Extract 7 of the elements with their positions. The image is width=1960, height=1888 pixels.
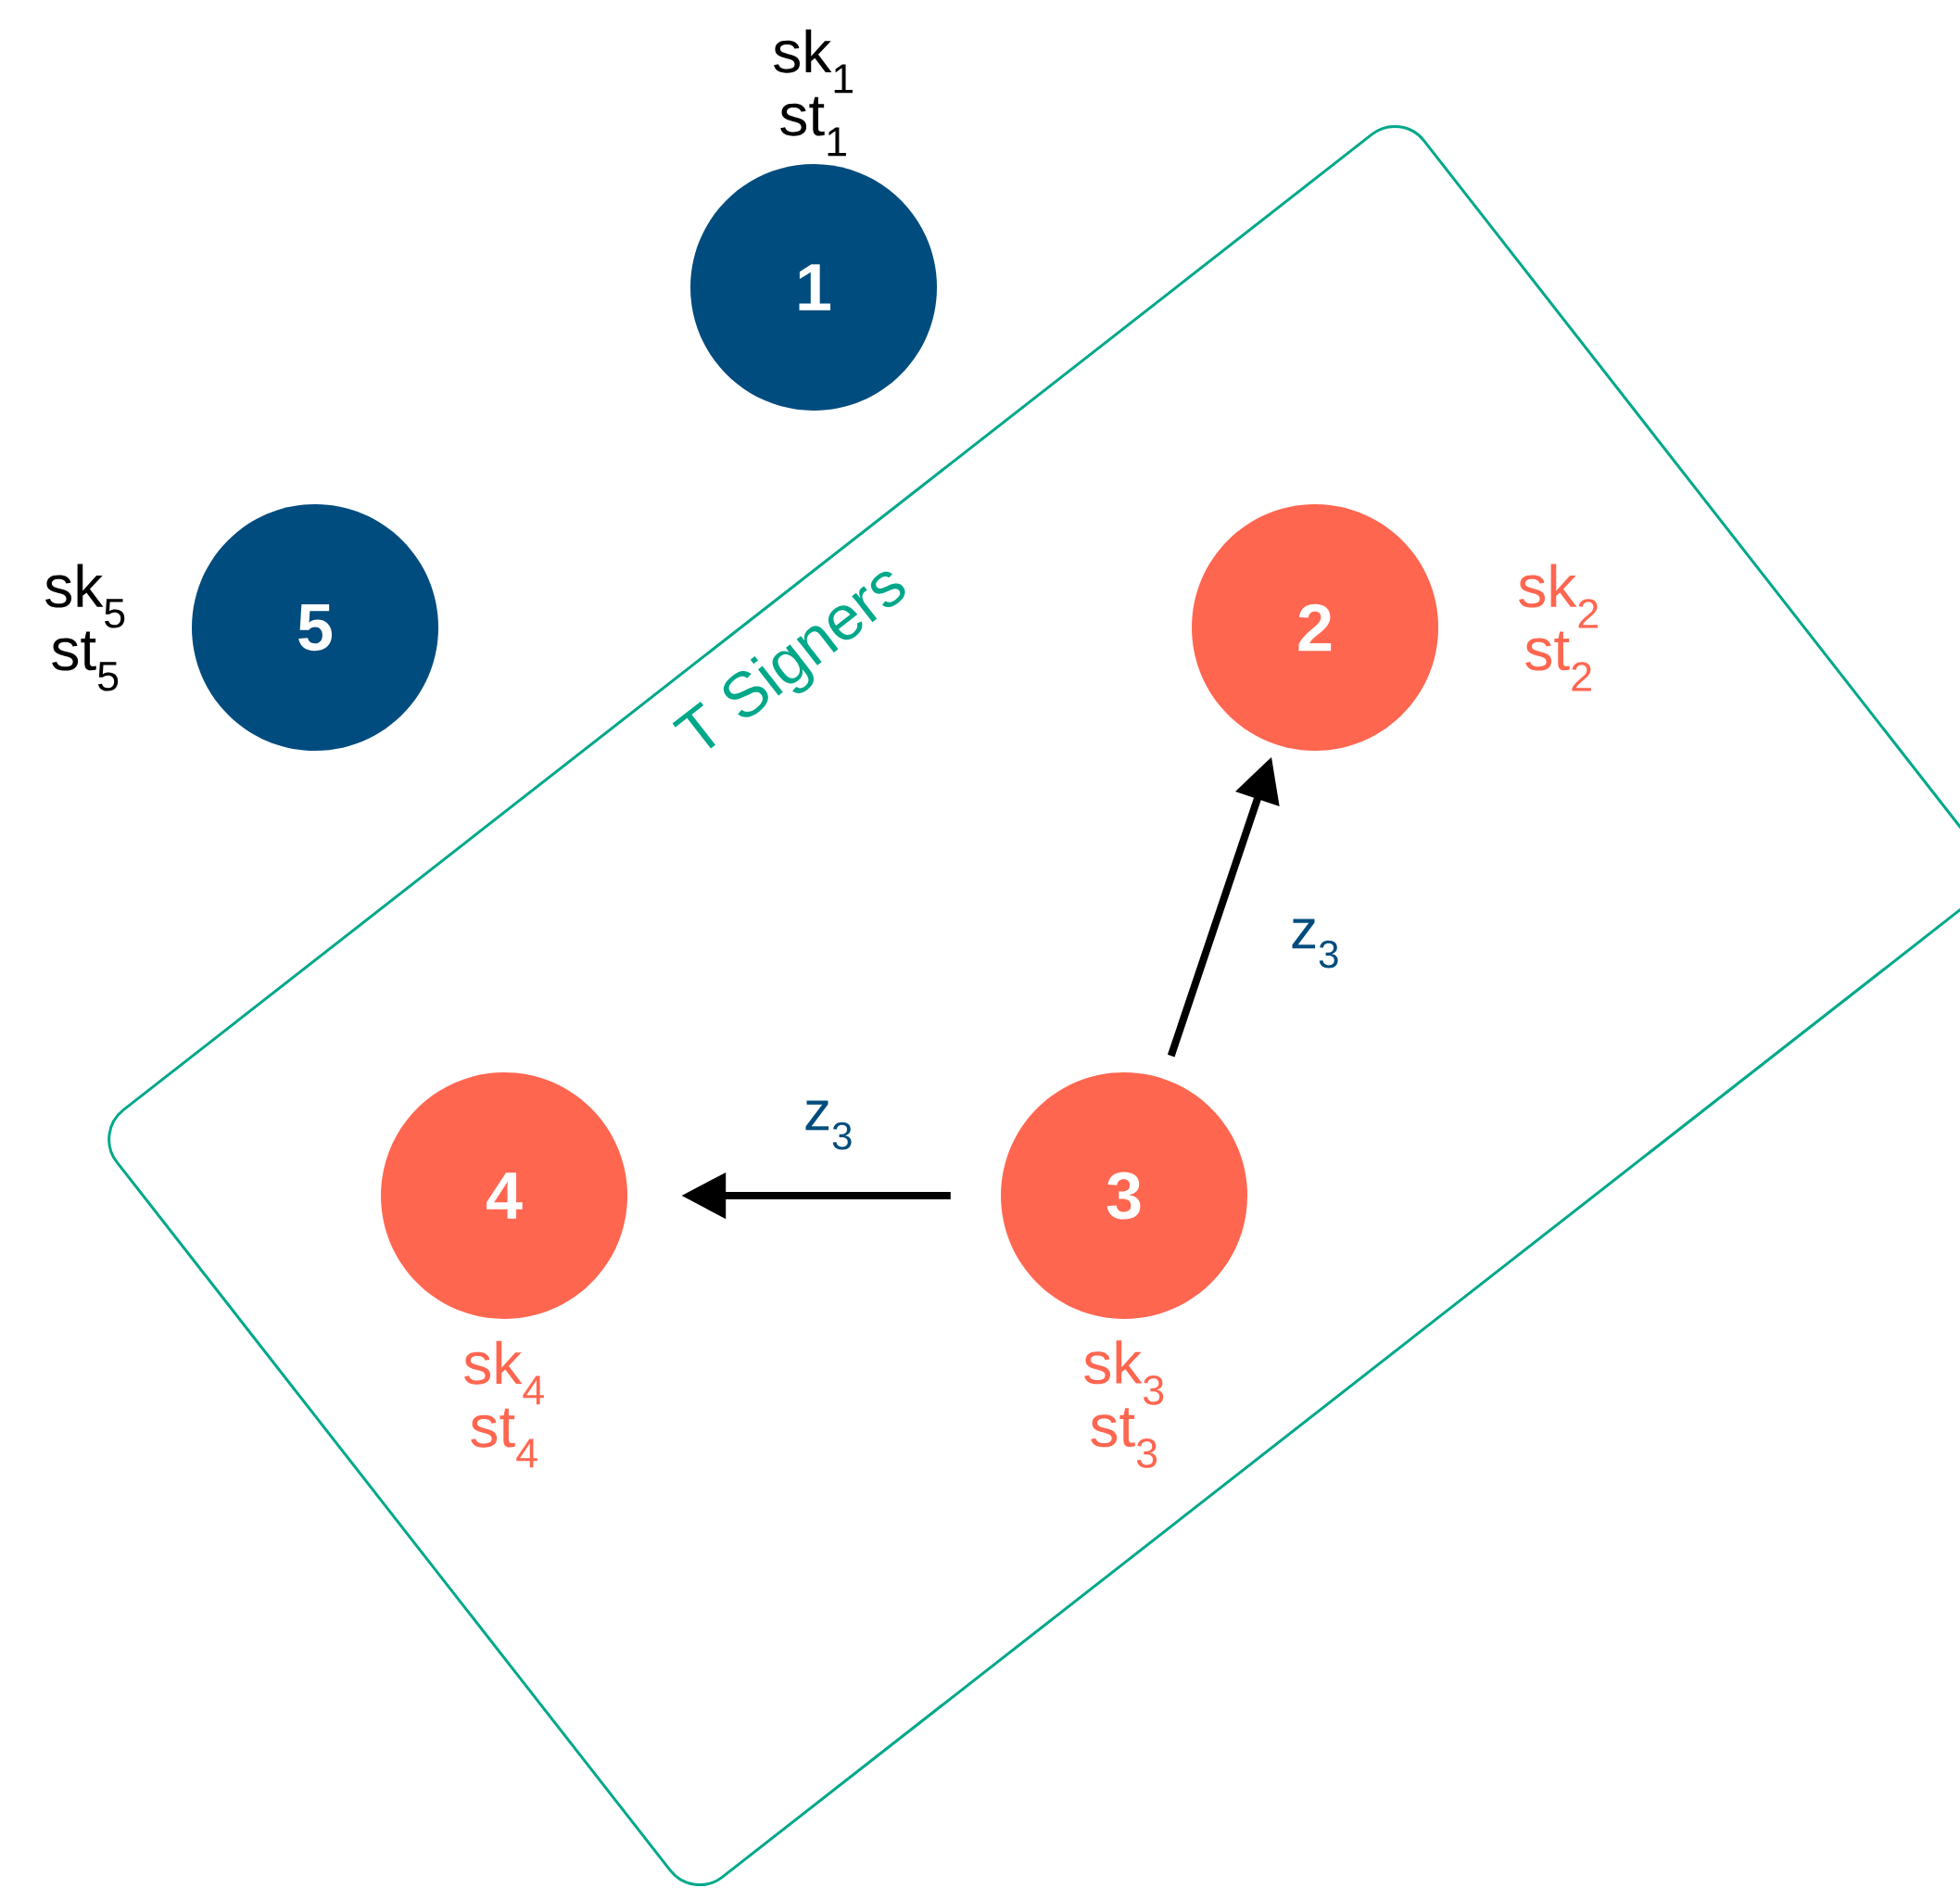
edge-label: z$_{3}$	[1288, 917, 1342, 970]
key-label: sk$_{4}$ st$_{4}$	[464, 1340, 544, 1468]
key-label: sk$_{2}$ st$_{2}$	[1519, 564, 1598, 691]
key-label: sk$_{5}$ st$_{5}$	[45, 564, 125, 691]
key-label: sk$_{3}$ st$_{3}$	[1084, 1340, 1164, 1468]
key-label: sk$_{1}$ st$_{1}$	[774, 29, 854, 157]
edge-label: z$_{3}$	[802, 1098, 855, 1152]
